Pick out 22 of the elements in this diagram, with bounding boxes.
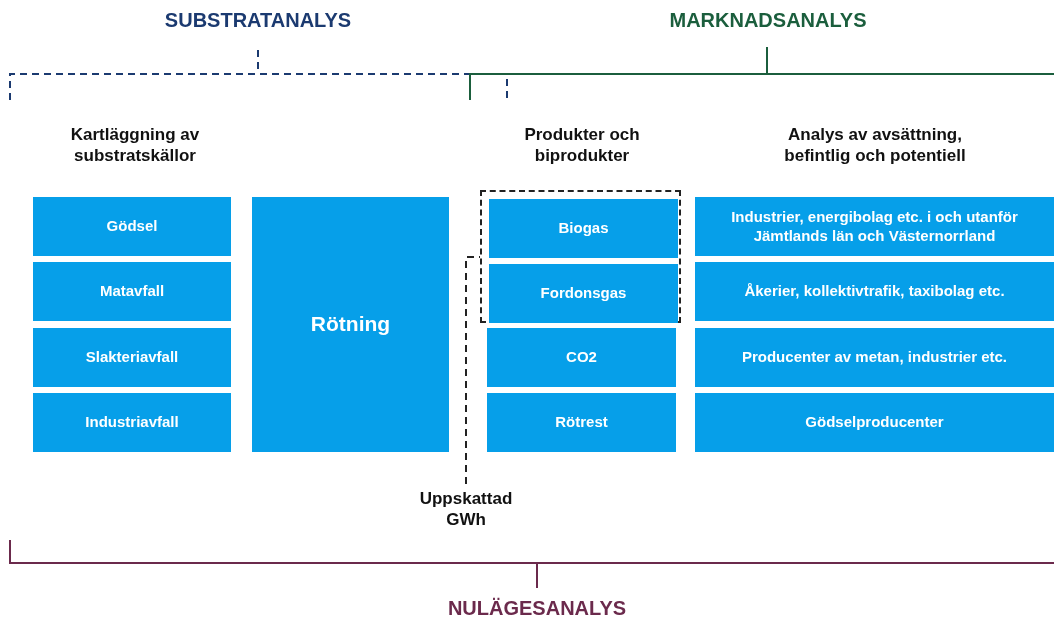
- category-box: Industriavfall: [33, 393, 231, 452]
- estimate-label: Uppskattad GWh: [400, 484, 532, 534]
- section-title: NULÄGESANALYS: [446, 596, 628, 621]
- category-box: Gödsel: [33, 197, 231, 256]
- category-box: Industrier, energibolag etc. i och utanför Jämtlands län och Västernorrland: [695, 197, 1054, 256]
- category-box: CO2: [487, 328, 676, 387]
- process-box: Rötning: [252, 197, 449, 452]
- category-box: Rötrest: [487, 393, 676, 452]
- section-title: SUBSTRATANALYS: [163, 8, 353, 33]
- category-box: Åkerier, kollektivtrafik, taxibolag etc.: [695, 262, 1054, 321]
- section-title: MARKNADSANALYS: [668, 8, 868, 33]
- category-box: Producenter av metan, industrier etc.: [695, 328, 1054, 387]
- category-box: Matavfall: [33, 262, 231, 321]
- category-box: Slakteriavfall: [33, 328, 231, 387]
- category-box: Biogas: [489, 199, 678, 258]
- column-heading: Produkter och biprodukter: [523, 124, 641, 167]
- category-box: Fordonsgas: [489, 264, 678, 323]
- leader-line: [465, 256, 481, 485]
- column-heading: Kartläggning av substratskällor: [69, 124, 201, 167]
- column-heading: Analys av avsättning, befintlig och potentiell: [783, 124, 967, 167]
- category-box: Gödselproducenter: [695, 393, 1054, 452]
- dashed-group-frame: [480, 190, 681, 323]
